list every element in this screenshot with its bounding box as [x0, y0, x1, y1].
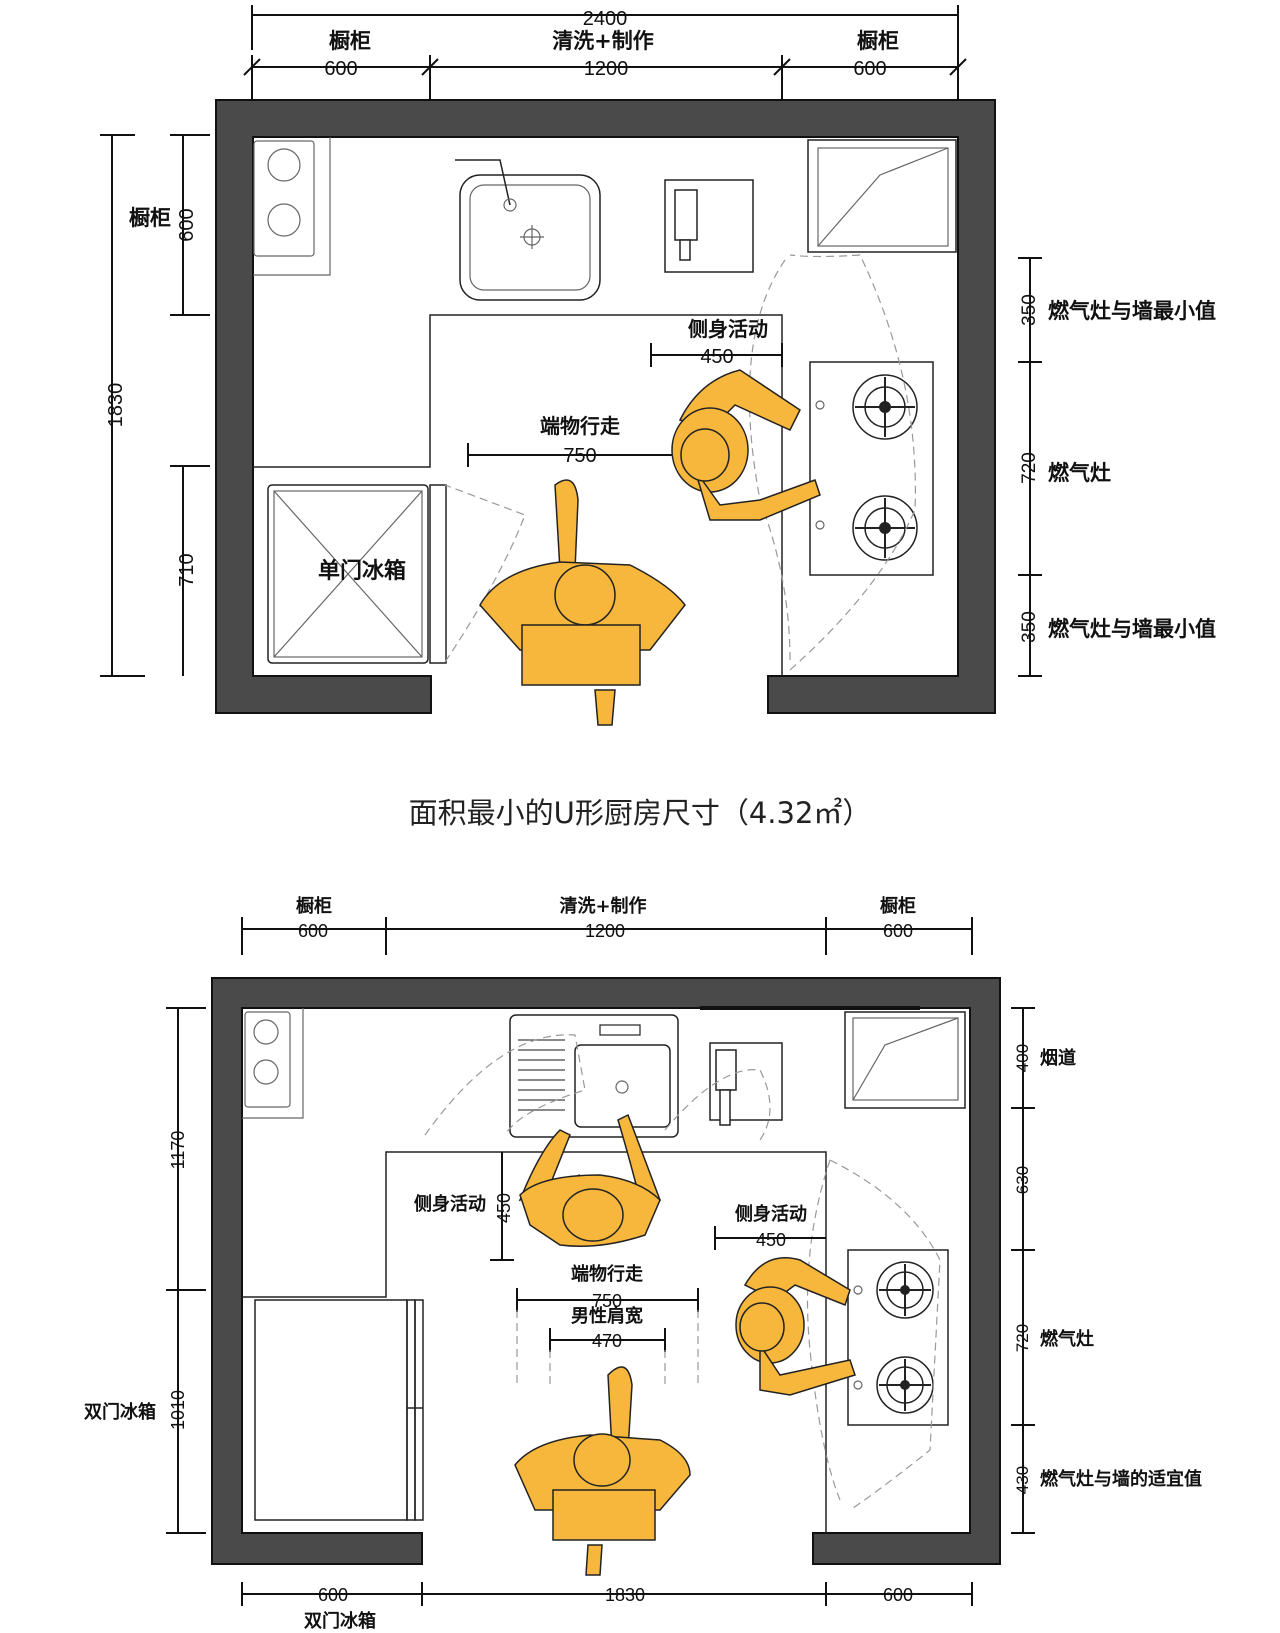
plan2-walls — [211, 977, 1001, 1565]
plan1-walls — [215, 99, 996, 714]
plan2-side-activity-1-label: 侧身活动 — [414, 1193, 486, 1215]
plan2-stove-wall-label: 燃气灶与墙的适宜值 — [1040, 1468, 1202, 1490]
plan2-lower-depth-value: 1010 — [168, 1390, 188, 1430]
plan2-person-walking — [514, 1366, 691, 1576]
plan1-caption: 面积最小的U形厨房尺寸（4.32㎡） — [409, 796, 872, 830]
plan1-stove-wall-bottom-value: 350 — [1019, 611, 1040, 643]
plan2-side-activity-1-value: 450 — [494, 1193, 514, 1223]
plan2-right-cabinet-label: 橱柜 — [880, 895, 916, 917]
plan1-person-walking — [479, 479, 686, 726]
plan2-shoulder-label: 男性肩宽 — [571, 1305, 643, 1327]
plan2-side-activity-2-value: 450 — [756, 1230, 786, 1250]
plan2-clearances: 侧身活动 450 侧身活动 450 端物行走 750 男性肩宽 470 — [414, 1152, 826, 1385]
plan2-cleaver-icon — [715, 1049, 737, 1091]
plan2-gas-stove — [847, 1249, 949, 1426]
plan2-left-dimensions: 1170 1010 双门冰箱 — [84, 1007, 206, 1534]
plan1-wash-prep-value: 1200 — [584, 58, 629, 80]
plan1-cutting-board — [664, 179, 754, 273]
plan2-right-cabinet-value: 600 — [883, 921, 913, 941]
plan1-left-cabinet-value: 600 — [324, 58, 357, 80]
plan1-side-activity-value: 450 — [700, 346, 733, 368]
plan2-wash-prep-label: 清洗+制作 — [559, 895, 646, 917]
plan1-sink — [459, 174, 601, 301]
plan2-cutting-board — [709, 1042, 783, 1121]
plan1-side-cabinet-label: 橱柜 — [129, 206, 171, 230]
plan2-person-at-sink — [518, 1113, 662, 1247]
plan1-side-activity-label: 侧身活动 — [688, 317, 768, 341]
plan2-person-at-stove — [735, 1257, 856, 1396]
plan1-stove-wall-top-label: 燃气灶与墙最小值 — [1048, 299, 1216, 323]
plan2-gap-value: 630 — [1013, 1166, 1032, 1194]
plan1-person-at-stove — [671, 369, 821, 521]
plan2-stove-wall-value: 430 — [1013, 1466, 1032, 1494]
plan1-fridge-depth-value: 710 — [176, 553, 198, 586]
plan2-flue-label: 烟道 — [1040, 1047, 1076, 1069]
plan1-cleaver-icon — [674, 189, 698, 241]
plan1-total-width: 2400 — [583, 8, 628, 30]
plan2-double-door-fridge — [254, 1299, 424, 1521]
plan1-right-cabinet-label: 橱柜 — [857, 29, 899, 53]
plan-1: 2400 橱柜 600 清洗+制作 1200 橱柜 600 1830 橱柜 60… — [100, 5, 1216, 726]
plan1-left-dimensions: 1830 橱柜 600 710 — [100, 134, 210, 677]
plan1-walk-label: 端物行走 — [540, 414, 620, 438]
plan2-stove-value: 720 — [1013, 1324, 1032, 1352]
plan-2: 橱柜 600 清洗+制作 1200 橱柜 600 — [84, 895, 1202, 1632]
plan2-walk-value: 750 — [592, 1291, 622, 1311]
plan2-upper-depth-value: 1170 — [168, 1131, 188, 1170]
plan1-left-cabinet-label: 橱柜 — [329, 29, 371, 53]
plan2-bottom-fridge-label: 双门冰箱 — [304, 1610, 376, 1632]
plan1-gas-stove — [809, 361, 934, 576]
plan2-left-cabinet-value: 600 — [298, 921, 328, 941]
plan2-top-dimensions: 橱柜 600 清洗+制作 1200 橱柜 600 — [241, 895, 973, 955]
plan2-sink — [509, 1014, 679, 1138]
plan1-walk-value: 750 — [563, 445, 596, 467]
plan2-stove-label: 燃气灶 — [1040, 1328, 1094, 1350]
plan2-shoulder-value: 470 — [592, 1331, 622, 1351]
plan2-bottom-dimensions: 600 双门冰箱 1830 600 — [241, 1582, 973, 1632]
plan2-left-cabinet-label: 橱柜 — [296, 895, 332, 917]
plan2-walk-label: 端物行走 — [571, 1263, 643, 1285]
plan2-bottom-left-value: 600 — [318, 1585, 348, 1605]
plan2-wash-prep-value: 1200 — [585, 921, 625, 941]
plan1-clearances: 侧身活动 450 端物行走 750 — [467, 317, 783, 467]
plan1-right-dimensions: 350 燃气灶与墙最小值 720 燃气灶 350 燃气灶与墙最小值 — [1018, 257, 1216, 677]
plan1-stove-label: 燃气灶 — [1048, 461, 1111, 485]
plan1-total-depth: 1830 — [105, 383, 127, 428]
plan2-fridge-side-label: 双门冰箱 — [84, 1401, 156, 1423]
plan1-stove-wall-top-value: 350 — [1019, 294, 1040, 326]
plan1-stove-value: 720 — [1019, 452, 1040, 484]
plan1-counters: 单门冰箱 — [253, 137, 957, 676]
plan1-single-door-fridge: 单门冰箱 — [267, 484, 447, 664]
plan1-fridge-label: 单门冰箱 — [318, 558, 406, 584]
plan2-bottom-mid-value: 1830 — [605, 1585, 645, 1605]
plan1-stove-wall-bottom-label: 燃气灶与墙最小值 — [1048, 617, 1216, 641]
plan2-bottom-right-value: 600 — [883, 1585, 913, 1605]
plan1-wash-prep-label: 清洗+制作 — [552, 29, 654, 53]
plan1-right-cabinet-value: 600 — [853, 58, 886, 80]
plan1-top-dimensions: 2400 橱柜 600 清洗+制作 1200 橱柜 600 — [243, 5, 967, 100]
plan2-right-dimensions: 400 烟道 630 720 燃气灶 430 燃气灶与墙的适宜值 — [1011, 1007, 1202, 1534]
plan2-side-activity-2-label: 侧身活动 — [735, 1203, 807, 1225]
plan1-side-cabinet-value: 600 — [176, 208, 198, 241]
plan2-flue-value: 400 — [1013, 1044, 1032, 1072]
